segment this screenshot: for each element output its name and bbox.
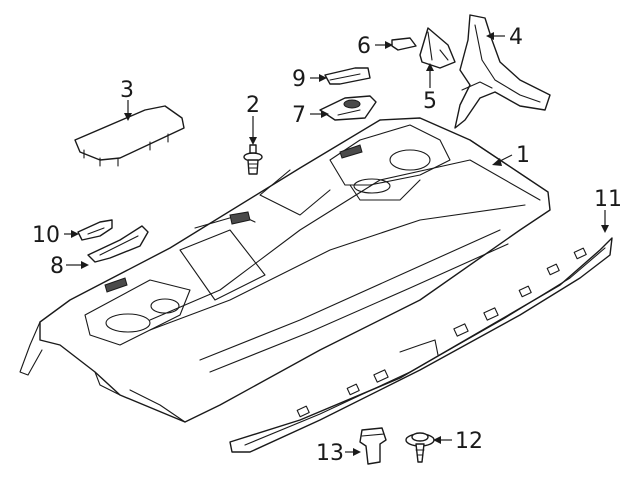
trim-strip [229, 237, 613, 453]
washer-screw [405, 432, 435, 463]
cover-cap [74, 105, 185, 167]
callout-5: 5 [423, 89, 437, 114]
callout-9: 9 [292, 67, 306, 92]
triangle-trim [419, 27, 456, 69]
callout-3: 3 [120, 78, 134, 103]
screw [243, 144, 263, 175]
wire-bracket [324, 67, 371, 85]
callout-1: 1 [516, 143, 530, 168]
pillar-trim [454, 14, 551, 129]
small-clip [391, 37, 417, 51]
callout-7: 7 [292, 103, 306, 128]
callout-2: 2 [246, 93, 260, 118]
callout-12: 12 [455, 429, 483, 454]
push-fastener [359, 427, 387, 465]
mount-bracket [319, 95, 377, 121]
callout-13: 13 [316, 441, 344, 466]
callout-6: 6 [357, 34, 371, 59]
leader-lines [64, 32, 609, 456]
callout-10: 10 [32, 223, 60, 248]
callout-4: 4 [509, 25, 523, 50]
callout-11: 11 [594, 187, 622, 212]
retainer-clip [77, 219, 113, 241]
callout-8: 8 [50, 254, 64, 279]
side-bracket [87, 225, 149, 263]
package-tray-panel [19, 117, 551, 423]
